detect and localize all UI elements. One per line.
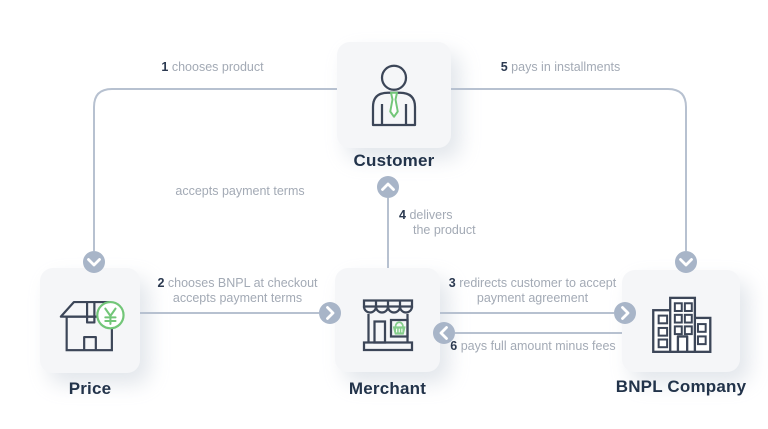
person-icon [371, 64, 417, 127]
edge-step-number: 4 [399, 208, 406, 222]
edge-step-text: redirects customer to accept [459, 276, 617, 290]
edge-step-number: 3 [448, 276, 456, 290]
edge-label-3: 3 redirects customer to accept payment a… [445, 276, 620, 306]
merchant-node-label: Merchant [348, 379, 427, 398]
edge-line-5 [451, 88, 687, 251]
edge-step-text: pays full amount minus fees [460, 339, 616, 353]
edge-step-text: pays in installments [511, 60, 621, 74]
edge-step-text: chooses product [171, 60, 264, 74]
edge-step-text: payment agreement [476, 291, 589, 305]
edge-label-5: 5 pays in installments [478, 60, 643, 75]
edge-step-number: 5 [500, 60, 508, 74]
floating-label-accepts-payment-terms: accepts payment terms [170, 184, 310, 199]
price-node-label: Price [68, 379, 112, 398]
edge-step-number: 1 [161, 60, 169, 74]
edge-step-number: 2 [157, 276, 165, 290]
edge-step-number: 6 [450, 339, 458, 353]
edge-step-text: the product [413, 223, 476, 237]
edge-line-1 [93, 88, 337, 251]
buildings-icon [652, 296, 712, 353]
storefront-icon [362, 299, 413, 352]
package-yen-icon [59, 300, 125, 351]
customer-node-label: Customer [353, 151, 435, 170]
price-node-card [40, 268, 140, 373]
merchant-node-card [335, 268, 440, 372]
edge-label-4: 4 delivers the product [399, 208, 476, 238]
floating-label-text: accepts payment terms [175, 184, 305, 198]
edge-label-1: 1 chooses product [130, 60, 295, 75]
edge-label-2: 2 chooses BNPL at checkout accepts payme… [150, 276, 325, 306]
arrow-up-icon [377, 176, 399, 198]
customer-node-card [337, 42, 451, 148]
bnpl-node-card [622, 270, 740, 372]
edge-step-text: delivers [409, 208, 453, 222]
edge-label-6: 6 pays full amount minus fees [448, 339, 618, 354]
edge-step-text: accepts payment terms [172, 291, 303, 305]
bnpl-node-label: BNPL Company [615, 377, 747, 396]
edge-step-text: chooses BNPL at checkout [167, 276, 318, 290]
